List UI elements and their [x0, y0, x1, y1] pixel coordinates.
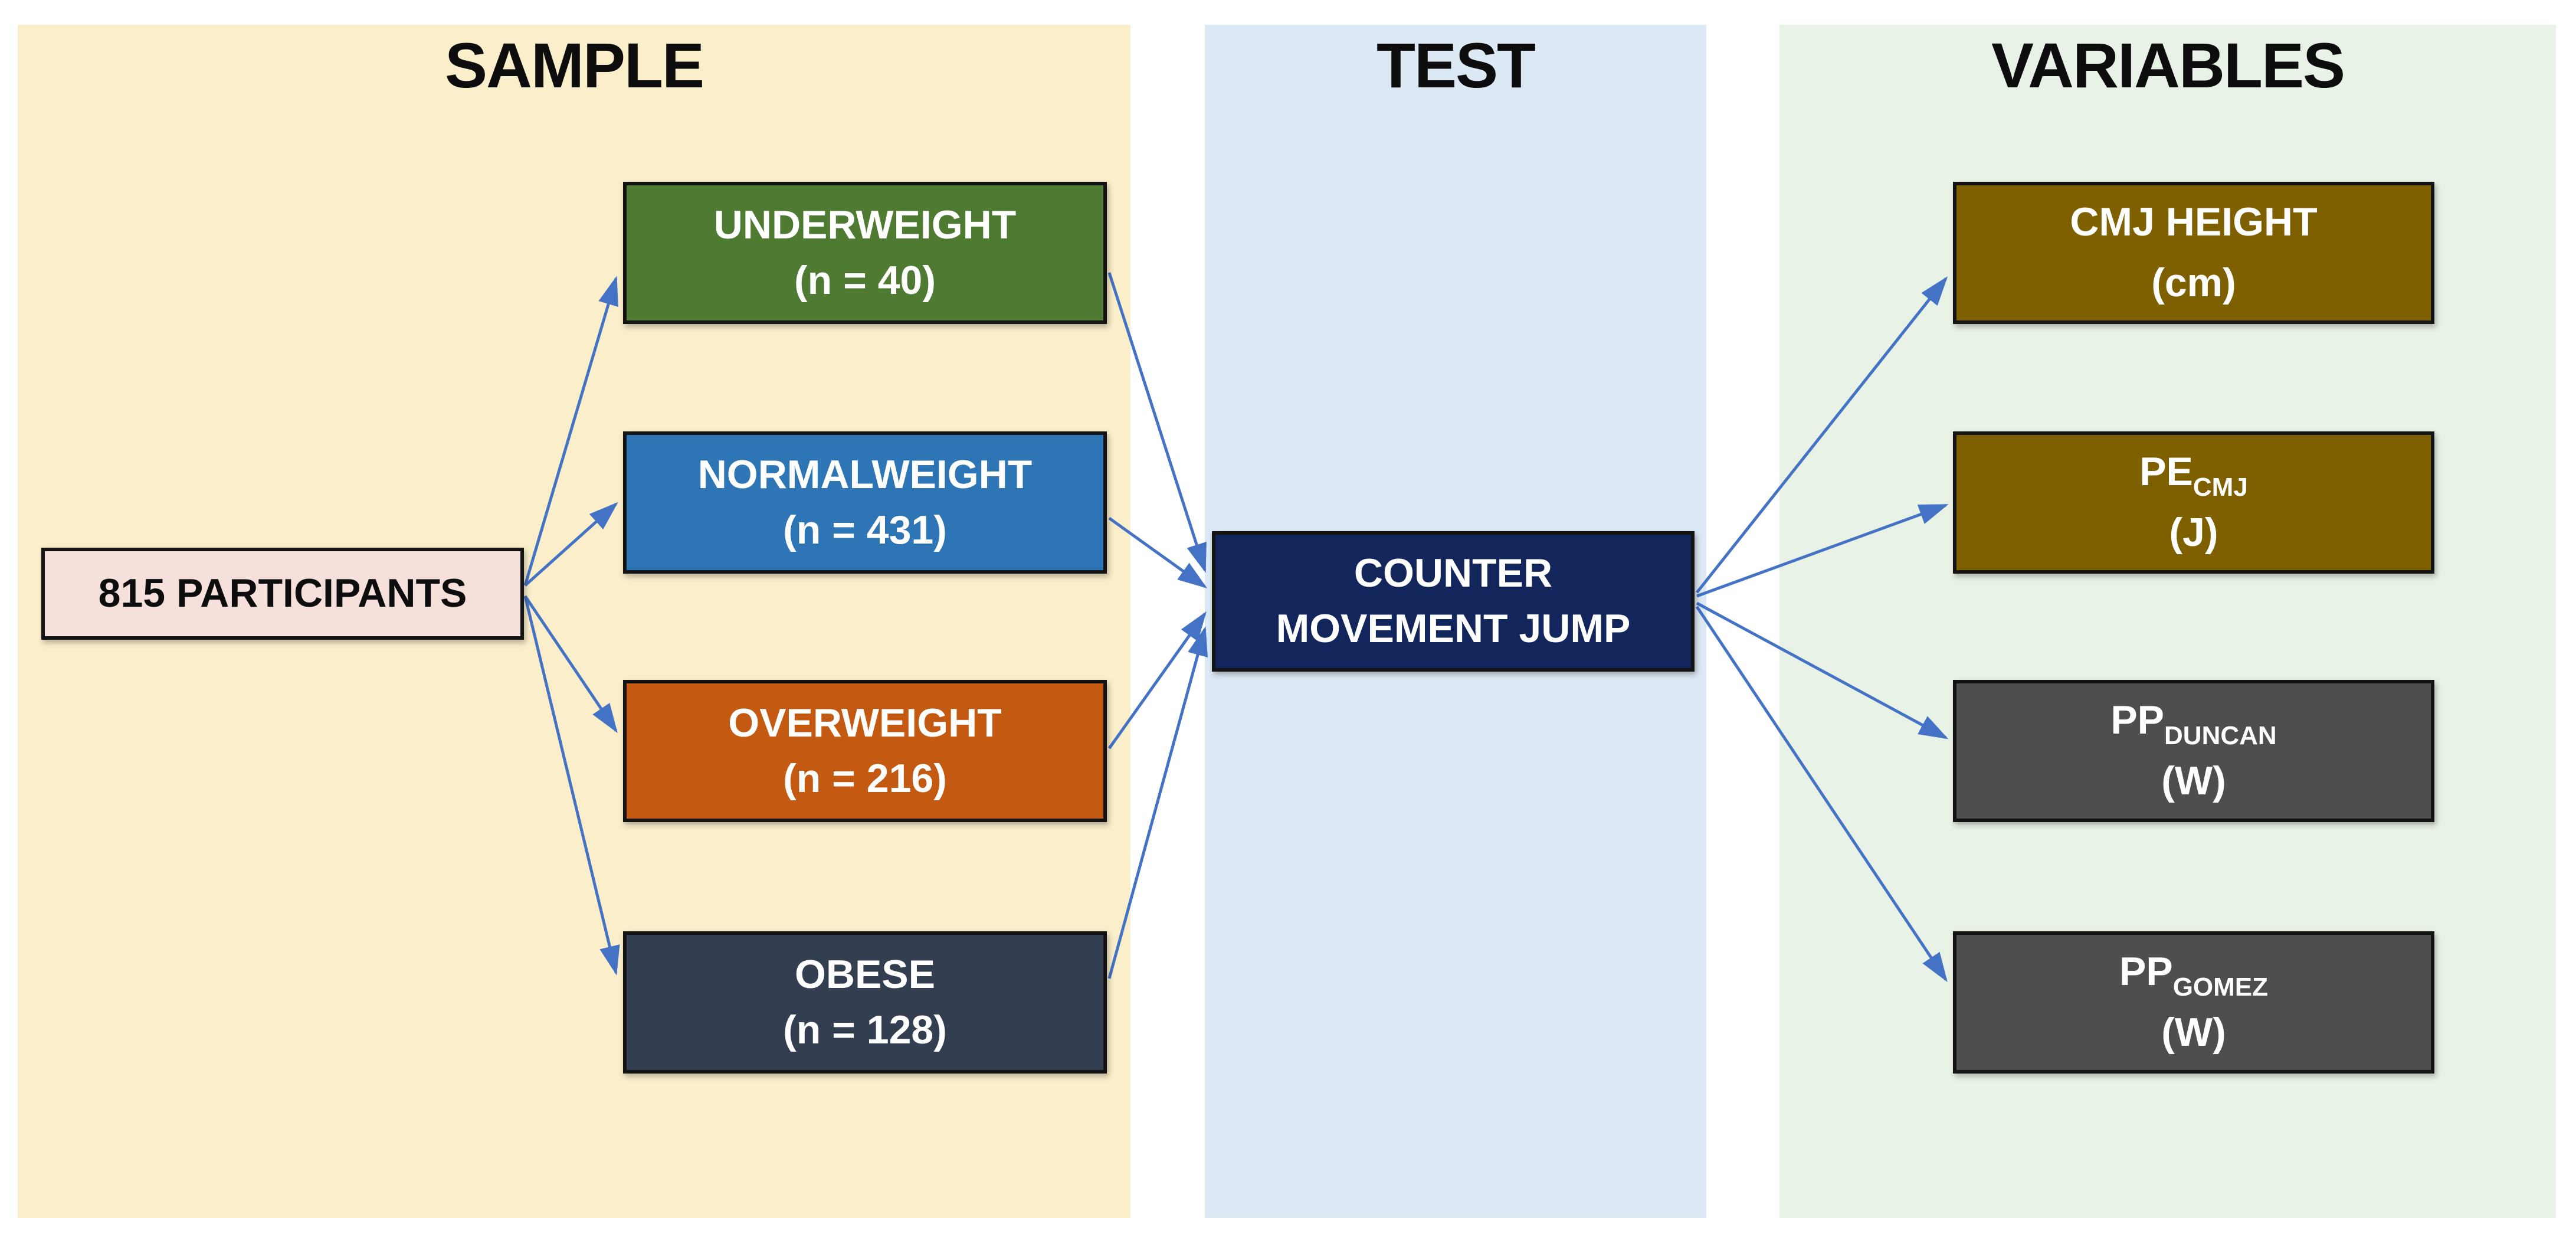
variable-box-pp-duncan: PPDUNCAN (W)	[1953, 680, 2434, 822]
participants-label: 815 PARTICIPANTS	[98, 571, 467, 616]
group-name: OVERWEIGHT	[728, 700, 1002, 745]
variable-unit: (W)	[2161, 758, 2226, 804]
group-n: (n = 216)	[783, 755, 947, 801]
variable-unit: (W)	[2161, 1010, 2226, 1055]
variable-box-pp-gomez: PPGOMEZ (W)	[1953, 931, 2434, 1074]
group-box-overweight: OVERWEIGHT (n = 216)	[623, 680, 1107, 822]
test-node-line2: MOVEMENT JUMP	[1276, 606, 1631, 651]
variable-subscript: CMJ	[2192, 472, 2248, 502]
variable-unit: (J)	[2169, 510, 2218, 555]
variable-main: CMJ HEIGHT	[2070, 195, 2317, 256]
group-n: (n = 40)	[794, 257, 936, 303]
group-n: (n = 431)	[783, 507, 947, 552]
group-box-underweight: UNDERWEIGHT (n = 40)	[623, 182, 1107, 324]
participants-box: 815 PARTICIPANTS	[41, 548, 524, 640]
group-n: (n = 128)	[783, 1007, 947, 1052]
variable-unit: (cm)	[2151, 260, 2236, 306]
group-box-normalweight: NORMALWEIGHT (n = 431)	[623, 431, 1107, 574]
group-box-obese: OBESE (n = 128)	[623, 931, 1107, 1074]
variable-main: PPDUNCAN	[2110, 693, 2276, 754]
test-node-line1: COUNTER	[1353, 551, 1553, 596]
variable-box-pe-cmj: PECMJ (J)	[1953, 431, 2434, 574]
variable-main-text: PE	[2139, 449, 2193, 494]
variables-panel-title: VARIABLES	[1991, 30, 2345, 101]
variable-main-text: PP	[2119, 948, 2173, 994]
variable-box-cmj-height: CMJ HEIGHT (cm)	[1953, 182, 2434, 324]
group-name: UNDERWEIGHT	[713, 202, 1017, 247]
sample-panel-title: SAMPLE	[444, 30, 704, 101]
variable-subscript: DUNCAN	[2164, 721, 2277, 750]
variable-main-text: CMJ HEIGHT	[2070, 199, 2318, 244]
counter-movement-jump-box: COUNTER MOVEMENT JUMP	[1212, 531, 1695, 672]
variable-main: PECMJ	[2139, 444, 2248, 506]
variable-main: PPGOMEZ	[2119, 944, 2268, 1006]
variable-subscript: GOMEZ	[2172, 972, 2269, 1002]
variable-main-text: PP	[2110, 697, 2165, 742]
group-name: NORMALWEIGHT	[697, 451, 1033, 497]
group-name: OBESE	[794, 951, 936, 997]
test-panel-title: TEST	[1376, 30, 1536, 101]
